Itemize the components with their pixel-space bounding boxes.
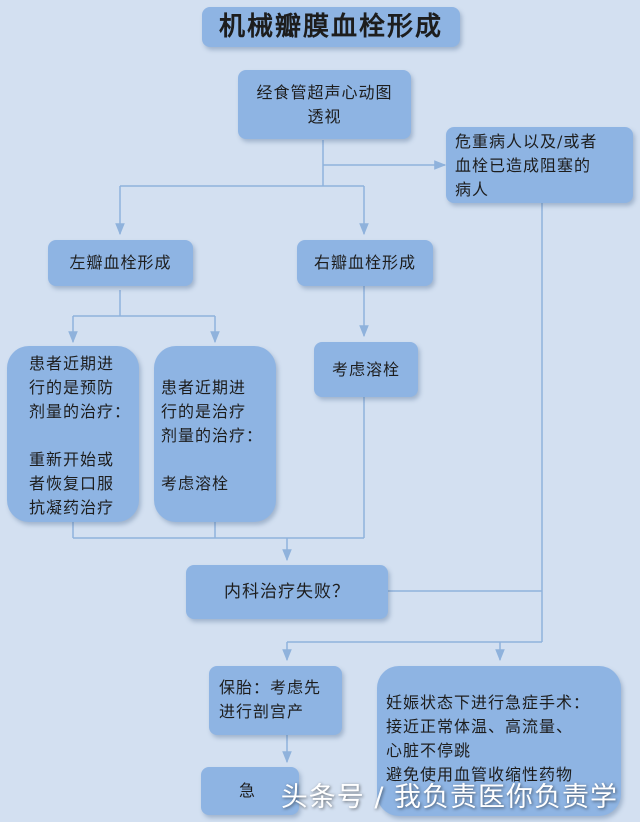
consider-thrombolysis-node: 考虑溶栓 — [314, 342, 418, 397]
therapeutic-dose-node: 患者近期进 行的是治疗 剂量的治疗： 考虑溶栓 — [154, 346, 276, 522]
diagram-title: 机械瓣膜血栓形成 — [202, 7, 460, 47]
tee-node: 经食管超声心动图 透视 — [238, 70, 411, 139]
right-valve-thrombosis-node: 右瓣血栓形成 — [297, 240, 433, 286]
partial-bottom-node: 急 — [201, 767, 299, 815]
left-valve-thrombosis-node: 左瓣血栓形成 — [48, 240, 193, 286]
prophylactic-dose-node: 患者近期进 行的是预防 剂量的治疗： 重新开始或 者恢复口服 抗凝药治疗 — [7, 346, 139, 522]
medical-failure-node: 内科治疗失败？ — [186, 565, 388, 619]
emergency-surgery-node: 妊娠状态下进行急症手术： 接近正常体温、高流量、 心脏不停跳 避免使用血管收缩性… — [377, 666, 621, 816]
critical-patient-node: 危重病人以及/或者 血栓已造成阻塞的 病人 — [446, 127, 633, 203]
pregnancy-cesarean-node: 保胎：考虑先 进行剖宫产 — [209, 666, 342, 735]
watermark: 头条号 / 我负责医你负责学 — [280, 782, 618, 813]
